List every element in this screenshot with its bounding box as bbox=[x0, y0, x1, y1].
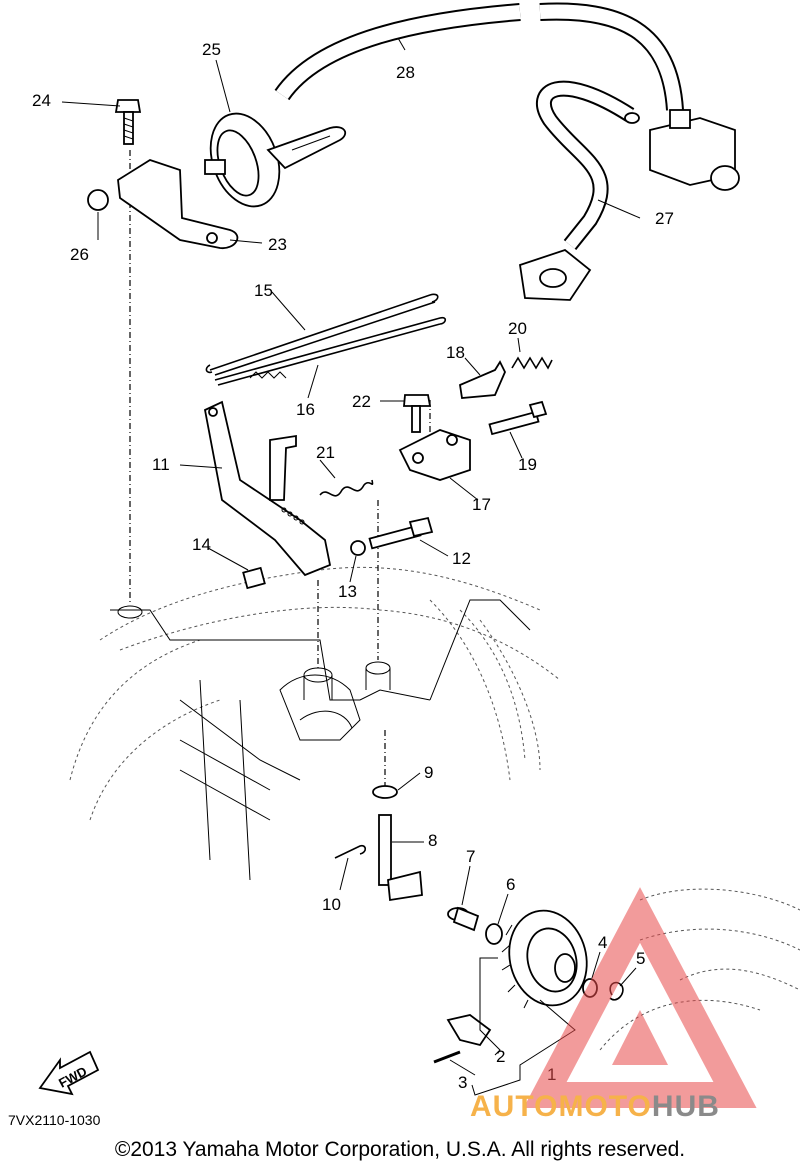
vacuum-valve bbox=[624, 109, 740, 191]
callout-3: 3 bbox=[458, 1073, 467, 1092]
part-11-lever bbox=[203, 400, 332, 577]
part-15-16-rods bbox=[205, 293, 447, 386]
callout-14: 14 bbox=[192, 535, 211, 554]
callout-5: 5 bbox=[636, 949, 645, 968]
part-9-washer bbox=[372, 785, 398, 799]
part-8-shaft bbox=[378, 814, 423, 902]
callout-4: 4 bbox=[598, 933, 607, 952]
diagram-code: 7VX2110-1030 bbox=[8, 1112, 101, 1128]
part-1-gear-assembly bbox=[501, 909, 588, 1009]
callout-20: 20 bbox=[508, 319, 527, 338]
callout-15: 15 bbox=[254, 281, 273, 300]
part-28-hose bbox=[274, 2, 684, 111]
part-17-bracket bbox=[398, 429, 471, 481]
part-21-spring bbox=[319, 479, 374, 497]
callout-26: 26 bbox=[70, 245, 89, 264]
callout-6: 6 bbox=[506, 875, 515, 894]
callout-27: 27 bbox=[655, 209, 674, 228]
part-23-bracket bbox=[117, 159, 239, 249]
callout-7: 7 bbox=[466, 847, 475, 866]
watermark-brand-part1: AUTOMOTO bbox=[470, 1090, 652, 1123]
callout-24: 24 bbox=[32, 91, 51, 110]
part-12-bolt bbox=[368, 516, 434, 550]
part-26-nut bbox=[87, 189, 109, 211]
callout-18: 18 bbox=[446, 343, 465, 362]
engine-housing-outline bbox=[69, 566, 800, 1051]
callout-22: 22 bbox=[352, 392, 371, 411]
watermark-triangle-logo bbox=[523, 887, 757, 1108]
part-27-hose bbox=[518, 80, 635, 301]
part-24-bolt bbox=[114, 99, 142, 145]
part-19-bolt bbox=[488, 400, 548, 436]
callout-17: 17 bbox=[472, 495, 491, 514]
part-2-plate bbox=[446, 1014, 492, 1047]
leader-lines bbox=[61, 37, 641, 1096]
callout-11: 11 bbox=[152, 455, 170, 474]
callout-25: 25 bbox=[202, 40, 221, 59]
part-22-bolt bbox=[403, 394, 432, 433]
part-10-clip bbox=[334, 844, 367, 859]
watermark-brand: AUTOMOTOHUB bbox=[470, 1090, 720, 1124]
callout-10: 10 bbox=[322, 895, 341, 914]
fwd-arrow-icon: FWD bbox=[38, 1050, 100, 1096]
callout-16: 16 bbox=[296, 400, 315, 419]
callout-23: 23 bbox=[268, 235, 287, 254]
part-20-spring bbox=[511, 356, 553, 370]
part-13-washer bbox=[350, 540, 366, 556]
callout-21: 21 bbox=[316, 443, 335, 462]
callout-12: 12 bbox=[452, 549, 471, 568]
callout-19: 19 bbox=[518, 455, 537, 474]
callout-28: 28 bbox=[396, 63, 415, 82]
part-14-block bbox=[242, 566, 266, 590]
callout-13: 13 bbox=[338, 582, 357, 601]
watermark-brand-part2: HUB bbox=[651, 1090, 720, 1123]
part-7-pin bbox=[447, 906, 480, 932]
callout-8: 8 bbox=[428, 831, 437, 850]
callout-9: 9 bbox=[424, 763, 433, 782]
part-3-pin bbox=[433, 1050, 461, 1064]
callout-2: 2 bbox=[496, 1047, 505, 1066]
part-25-vacuum-actuator bbox=[204, 112, 347, 208]
copyright-notice: ©2013 Yamaha Motor Corporation, U.S.A. A… bbox=[114, 1138, 686, 1161]
part-18-bracket bbox=[459, 360, 506, 399]
part-6-washer bbox=[485, 923, 503, 945]
